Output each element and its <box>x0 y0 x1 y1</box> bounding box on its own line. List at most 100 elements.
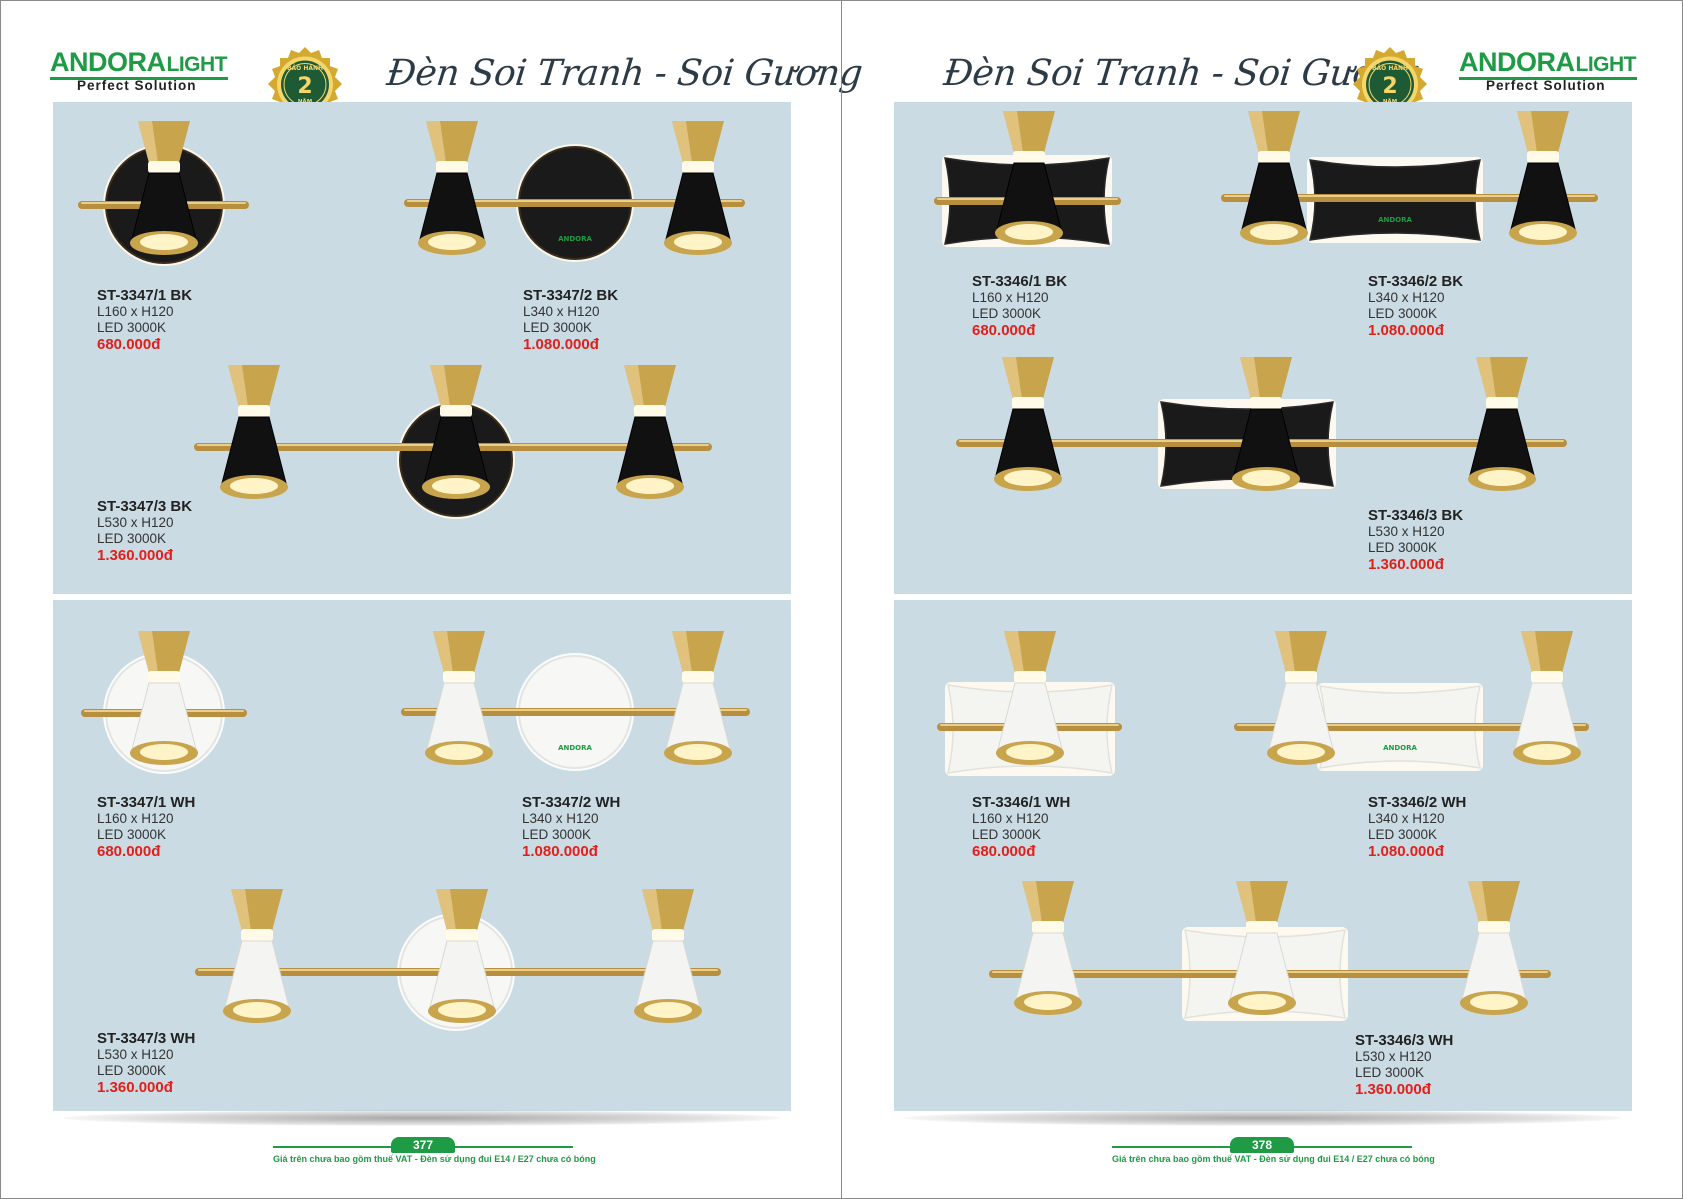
product-size: L160 x H120 <box>972 290 1049 305</box>
lens-light <box>432 478 480 494</box>
wood-highlight <box>426 121 446 163</box>
spotlight-head <box>664 121 732 255</box>
product-code: ST-3347/2 BK <box>523 287 619 304</box>
page-footer: 377 Giá trên chưa bao gồm thuế VAT - Đèn… <box>273 1136 596 1166</box>
spotlight-head <box>994 357 1062 491</box>
glow-ring <box>1531 671 1563 683</box>
page-fold <box>841 1 842 1199</box>
lamp-illustration <box>194 365 712 519</box>
brand-name: ANDORALIGHT <box>1459 47 1636 77</box>
product-code: ST-3347/1 BK <box>97 287 193 304</box>
badge-line2: NĂM <box>1383 98 1397 105</box>
spotlight-head <box>1460 881 1528 1015</box>
product-size: L530 x H120 <box>1355 1049 1432 1064</box>
product-price: 1.360.000đ <box>97 547 173 564</box>
wood-highlight <box>1003 111 1023 153</box>
lens-light <box>1523 744 1571 760</box>
product-price: 680.000đ <box>972 843 1036 860</box>
product-price: 1.080.000đ <box>523 336 599 353</box>
product-size: L160 x H120 <box>97 811 174 826</box>
lamp-illustration <box>937 631 1122 776</box>
glow-ring <box>446 929 478 941</box>
glow-ring <box>1032 921 1064 933</box>
lens-light <box>1004 470 1052 486</box>
brand-tagline: Perfect Solution <box>1486 78 1606 93</box>
glow-ring <box>1478 921 1510 933</box>
product-led: LED 3000K <box>1368 827 1438 842</box>
andora-logo: ANDORALIGHT Perfect Solution <box>1459 47 1639 97</box>
product-size: L340 x H120 <box>522 811 599 826</box>
lamp-illustration <box>78 121 249 266</box>
wood-highlight <box>231 889 251 931</box>
product-code: ST-3347/3 BK <box>97 498 193 515</box>
product-info: ST-3346/3 WH L530 x H120 LED 3000K 1.360… <box>1355 1033 1453 1098</box>
spotlight-head <box>130 121 198 255</box>
wood-highlight <box>436 889 456 931</box>
plate-logo-text: ANDORA <box>1378 216 1412 224</box>
wood-highlight <box>624 365 644 407</box>
wood-highlight <box>1248 111 1268 153</box>
lamp-illustration <box>989 881 1551 1021</box>
wood-highlight <box>433 631 453 673</box>
footer-note: Giá trên chưa bao gồm thuế VAT - Đèn sử … <box>1112 1154 1435 1164</box>
wood-highlight <box>1517 111 1537 153</box>
wood-highlight <box>1275 631 1295 673</box>
wood-highlight <box>1468 881 1488 923</box>
plate-logo-text: ANDORA <box>558 235 592 243</box>
product-price: 680.000đ <box>97 336 161 353</box>
catalog-page-377: ANDORALIGHT Perfect Solution BẢO HÀNH 2 … <box>1 1 864 1199</box>
logo-underline <box>50 77 228 80</box>
lens-light <box>644 1002 692 1018</box>
wood-highlight <box>672 631 692 673</box>
glow-ring <box>1246 921 1278 933</box>
spotlight-head <box>1228 881 1296 1015</box>
lens-light <box>438 1002 486 1018</box>
product-price: 680.000đ <box>97 843 161 860</box>
page-number: 378 <box>1230 1137 1294 1153</box>
lens-light <box>1277 744 1325 760</box>
badge-number: 2 <box>297 74 312 99</box>
glow-ring <box>682 671 714 683</box>
plate-logo-text: ANDORA <box>558 744 592 752</box>
glow-ring <box>148 671 180 683</box>
product-info: ST-3346/1 BK L160 x H120 LED 3000K 680.0… <box>972 274 1067 339</box>
glow-ring <box>1250 397 1282 409</box>
badge-line1: BẢO HÀNH <box>1372 64 1408 72</box>
logo-underline <box>1459 77 1637 80</box>
page-number: 377 <box>391 1137 455 1153</box>
glow-ring <box>440 405 472 417</box>
plate-logo-text: ANDORA <box>1383 744 1417 752</box>
spotlight-head <box>223 889 291 1023</box>
spotlight-head <box>1267 631 1335 765</box>
wood-highlight <box>1521 631 1541 673</box>
product-price: 1.360.000đ <box>1368 556 1444 573</box>
spotlight-head <box>220 365 288 499</box>
glow-ring <box>443 671 475 683</box>
lens-light <box>230 478 278 494</box>
product-size: L160 x H120 <box>972 811 1049 826</box>
andora-logo: ANDORALIGHT Perfect Solution <box>50 47 230 97</box>
spotlight-head <box>1468 357 1536 491</box>
product-price: 680.000đ <box>972 322 1036 339</box>
spotlight-head <box>616 365 684 499</box>
brand-name: ANDORALIGHT <box>50 47 227 77</box>
glow-ring <box>148 161 180 173</box>
page-footer: 378 Giá trên chưa bao gồm thuế VAT - Đèn… <box>1112 1136 1435 1166</box>
wood-highlight <box>138 631 158 673</box>
glow-ring <box>1527 151 1559 163</box>
badge-number: 2 <box>1382 74 1397 99</box>
brand-tagline: Perfect Solution <box>77 78 197 93</box>
spotlight-head <box>130 631 198 765</box>
wood-highlight <box>1236 881 1256 923</box>
product-led: LED 3000K <box>972 306 1042 321</box>
product-info: ST-3347/2 WH L340 x H120 LED 3000K 1.080… <box>522 795 620 860</box>
product-info: ST-3347/3 WH L530 x H120 LED 3000K 1.360… <box>97 1031 195 1096</box>
lens-light <box>140 234 188 250</box>
glow-ring <box>1486 397 1518 409</box>
lens-light <box>674 234 722 250</box>
product-code: ST-3347/2 WH <box>522 794 621 811</box>
product-led: LED 3000K <box>972 827 1042 842</box>
lamp-illustration <box>956 357 1567 491</box>
spotlight-head <box>1240 111 1308 245</box>
spotlight-head <box>428 889 496 1023</box>
